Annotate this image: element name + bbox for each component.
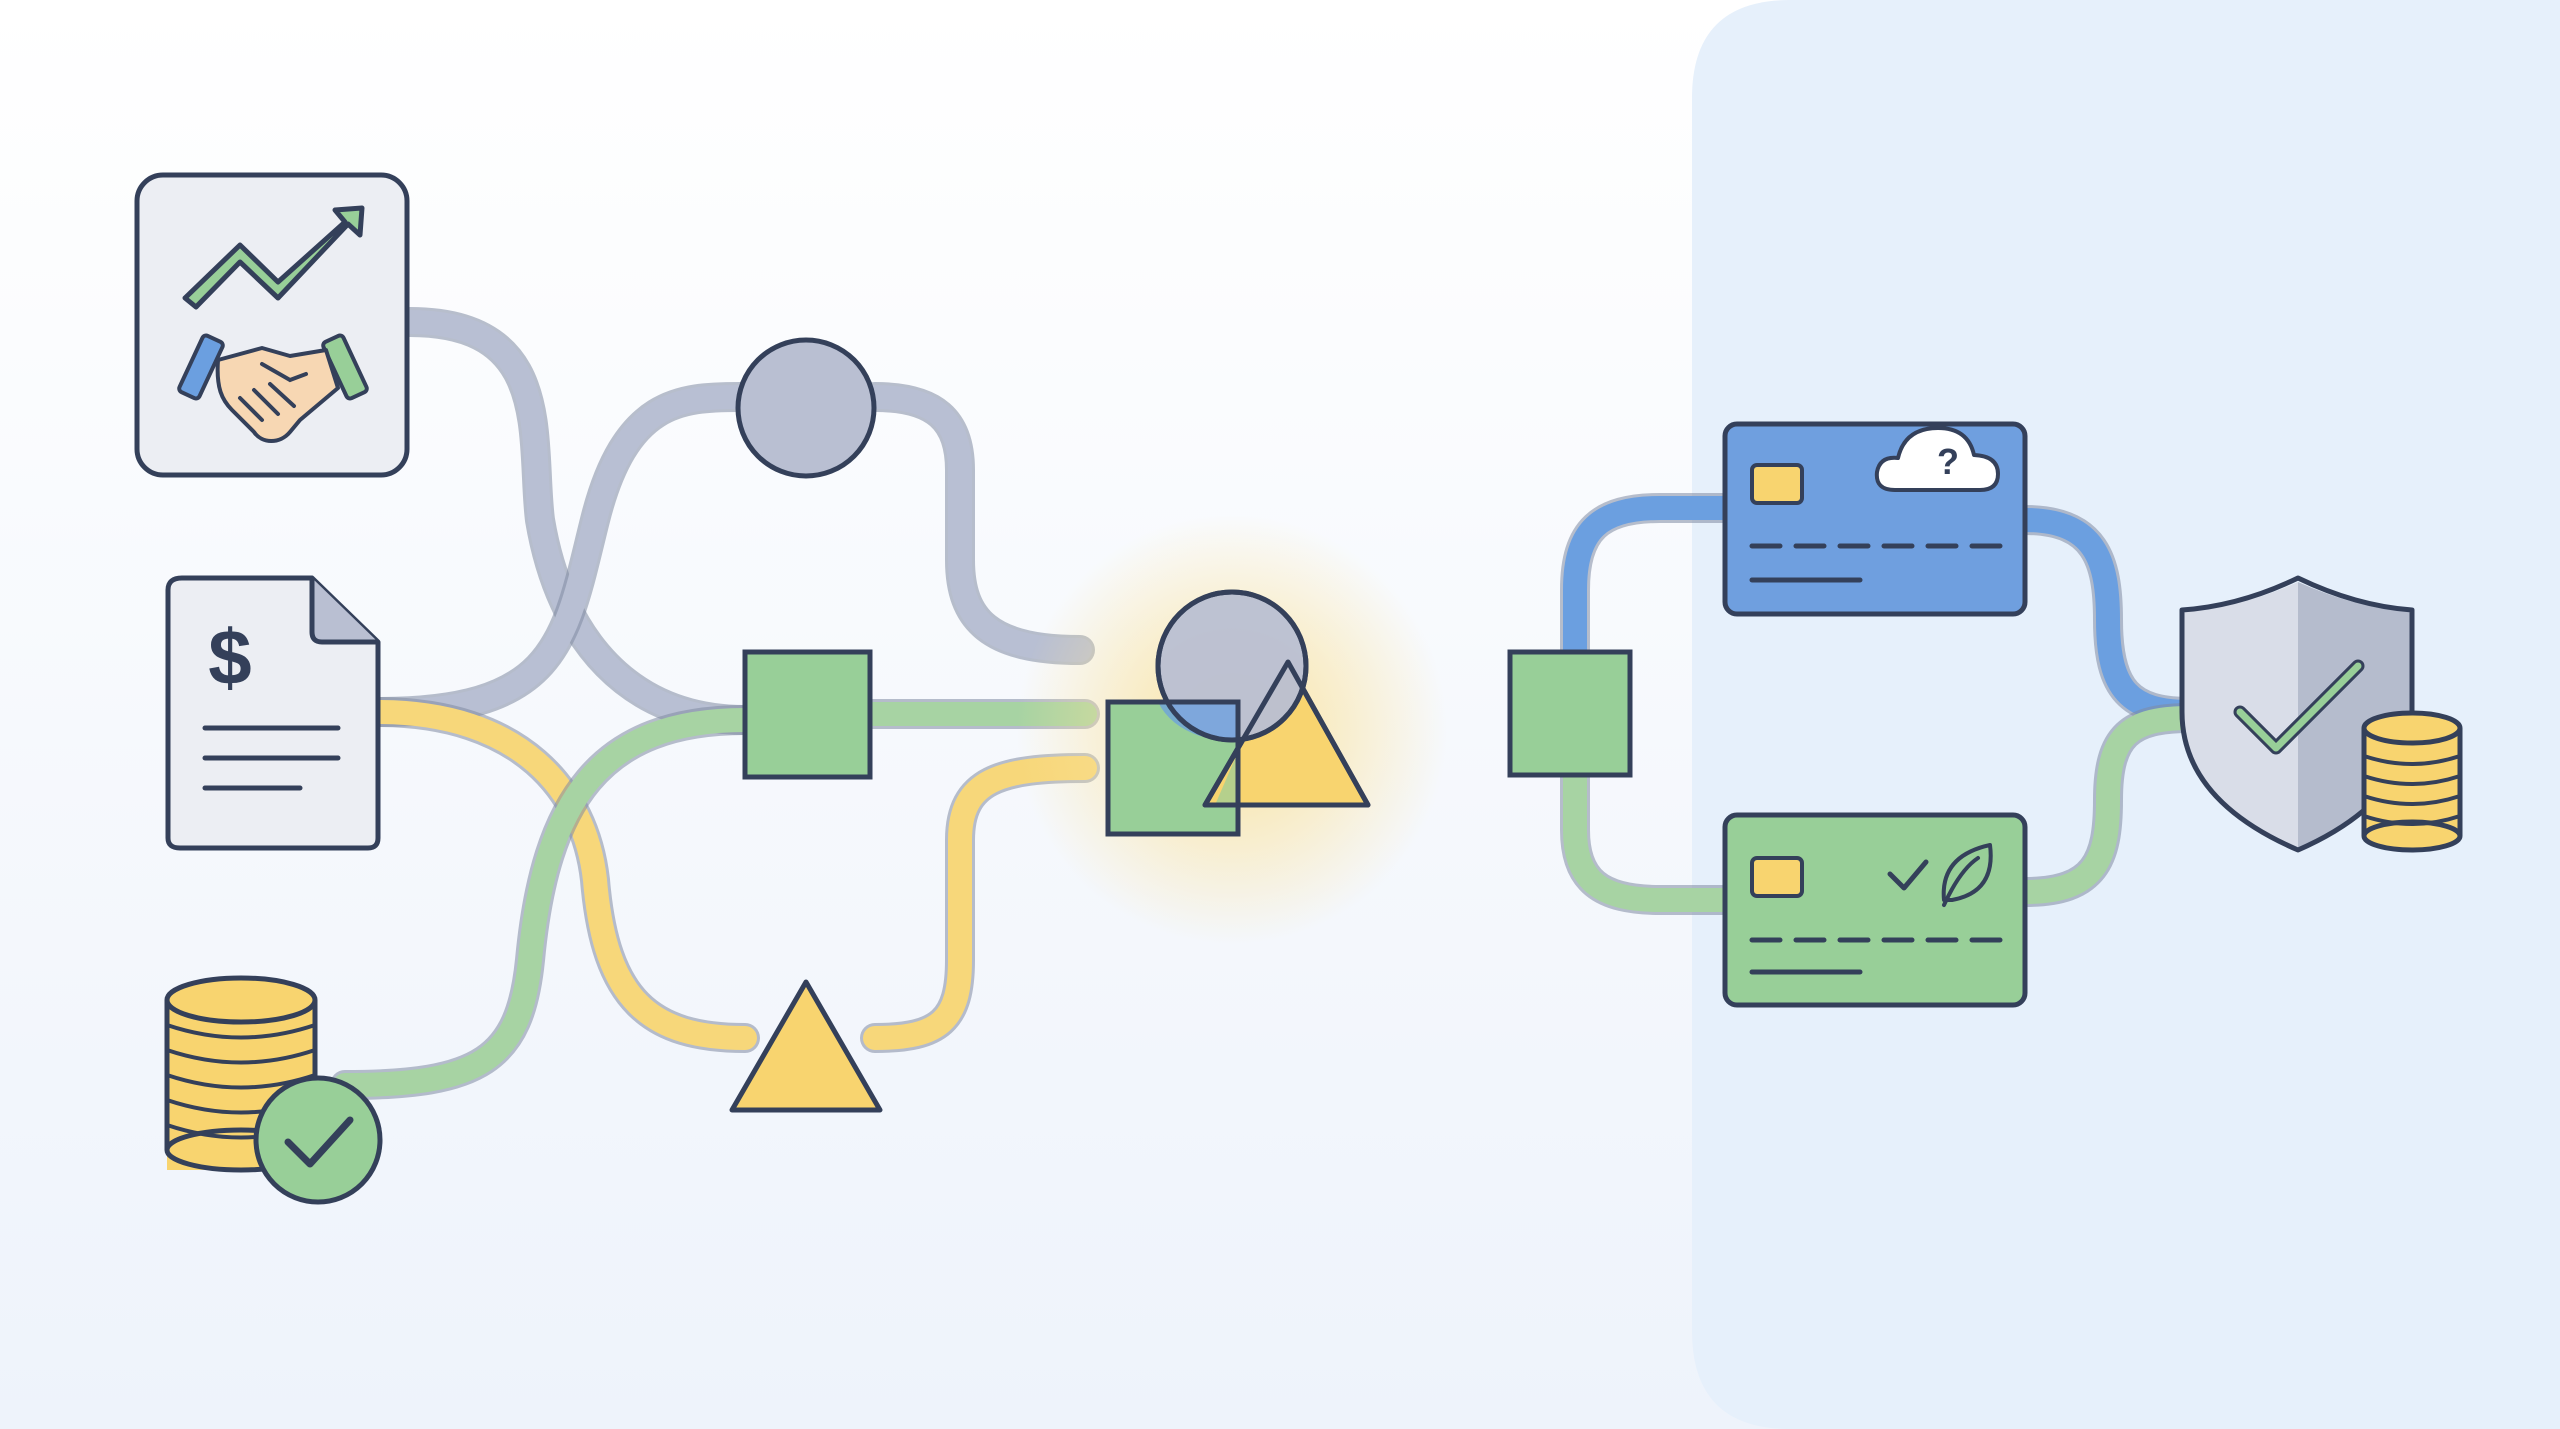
path-blue-router-to-card (1560, 493, 1740, 695)
merge-node (1017, 515, 1447, 945)
card-blue-uncertain: ? (1722, 421, 2028, 617)
card-green-approved (1722, 812, 2028, 1008)
path-green-coins-to-square (330, 705, 760, 1100)
path-blue-card-to-shield (2010, 505, 2205, 727)
trend-arrow-icon (182, 205, 365, 310)
source-partnership-tile (134, 172, 410, 478)
cloud-question-icon: ? (1874, 426, 2000, 492)
source-invoice-document: $ (165, 575, 381, 851)
card-chip (1750, 463, 1804, 505)
question-symbol: ? (1937, 441, 1959, 482)
path-green-router-to-card (1560, 730, 1740, 915)
branch-square-node (742, 649, 873, 780)
source-verified-coins (164, 975, 383, 1205)
check-icon (1887, 859, 1929, 891)
handshake-icon (177, 333, 369, 443)
dollar-symbol: $ (208, 613, 251, 701)
path-gray-invoice-to-circle (363, 382, 755, 727)
leaf-icon (1941, 843, 1993, 907)
destination-shield-coins (2179, 575, 2463, 853)
checkmark-badge-icon (253, 1075, 383, 1205)
branch-triangle-node (729, 979, 883, 1113)
path-gray-source-to-square (395, 307, 760, 735)
branch-circle-node (735, 337, 877, 479)
right-panel (1692, 0, 2560, 1429)
router-square-node (1507, 649, 1633, 778)
path-yellow-triangle-to-merge (860, 753, 1100, 1053)
path-green-card-to-shield (2010, 703, 2205, 907)
card-chip (1750, 856, 1804, 898)
path-gray-circle-to-merge (860, 382, 1095, 665)
path-yellow-invoice-to-triangle (363, 697, 760, 1053)
coin-stack-icon (2361, 710, 2463, 853)
